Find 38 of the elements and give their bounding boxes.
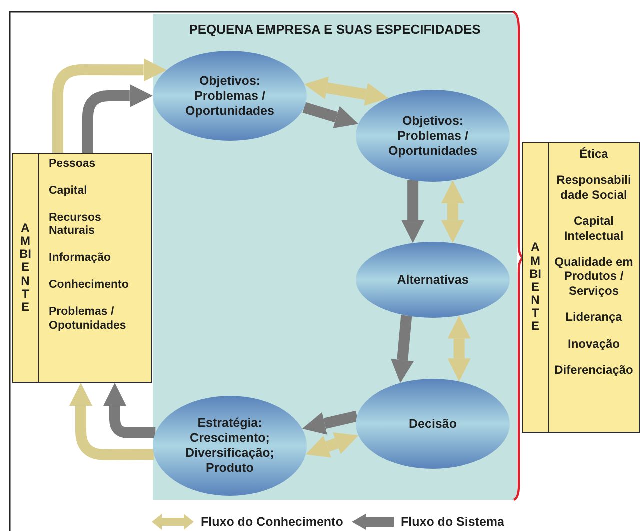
arrow	[103, 383, 156, 439]
node-label: Decisão	[409, 416, 457, 432]
list-item: Responsabili dade Social	[556, 173, 632, 202]
vertical-label: AMBIENTE	[530, 241, 542, 334]
arrow	[402, 180, 425, 244]
list-item: Qualidade em Produtos / Serviços	[554, 254, 634, 298]
node-label: Objetivos: Problemas / Oportunidades	[184, 74, 276, 118]
list-item: Inovação	[568, 336, 620, 351]
arrow	[52, 58, 167, 153]
sidebar-box	[522, 142, 640, 433]
legend-text: Fluxo do Sistema	[401, 514, 504, 531]
list-item: Problemas / Opotunidades	[49, 306, 128, 334]
arrow	[69, 383, 154, 460]
panel	[153, 14, 517, 500]
sidebar-box	[12, 153, 152, 383]
double-arrow	[441, 180, 464, 244]
node-label: Estratégia: Crescimento; Diversificação; Produto	[184, 416, 276, 476]
list-item: Informação	[49, 252, 111, 266]
node-label: Objetivos: Problemas / Oportunidades	[388, 114, 478, 158]
list-item: Capital	[49, 184, 88, 199]
arrow	[391, 315, 414, 384]
list-item: Conhecimento	[49, 278, 129, 293]
double-arrow	[304, 76, 389, 106]
arrow	[302, 102, 359, 128]
list-item: Liderança	[566, 310, 622, 325]
double-arrow	[448, 316, 471, 382]
list-item: Diferenciação	[554, 362, 634, 378]
panel-title: PEQUENA EMPRESA E SUAS ESPECIFIDADES	[188, 21, 482, 39]
list-item: Recursos Naturais	[49, 212, 102, 240]
vertical-label: AMBIENTE	[20, 222, 32, 314]
arrow	[82, 84, 153, 153]
arrow	[302, 410, 358, 435]
list-item: Capital Intelectual	[563, 214, 625, 243]
double-arrow	[306, 432, 359, 458]
legend-text: Fluxo do Conhecimento	[201, 514, 344, 531]
list-item: Ética	[580, 147, 608, 162]
node-label: Alternativas	[397, 272, 469, 288]
list-item: Pessoas	[49, 158, 96, 172]
